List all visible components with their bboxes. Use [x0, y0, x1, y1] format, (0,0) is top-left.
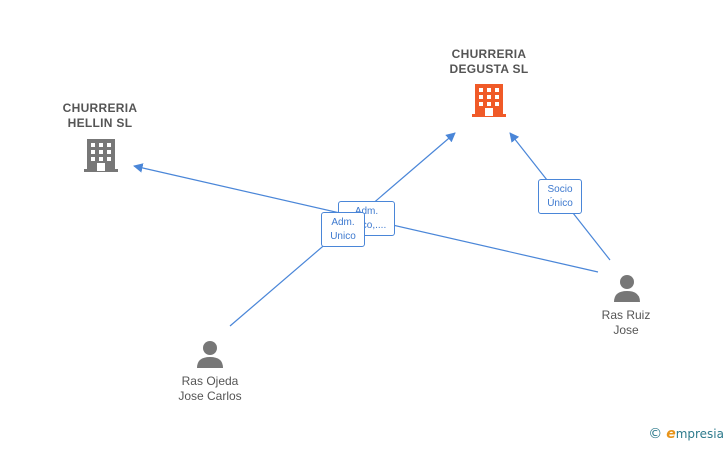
person-label-ras-ruiz[interactable]: Ras Ruiz Jose	[601, 308, 651, 337]
edge-label-adm-unico-front: Adm. Unico	[321, 212, 365, 247]
brand-name: mpresia	[675, 427, 724, 441]
company-label-churreria-degusta[interactable]: CHURRERIA DEGUSTA SL	[449, 47, 529, 76]
building-icon[interactable]	[84, 139, 118, 172]
copyright-symbol: ©	[648, 426, 663, 442]
building-icon[interactable]	[472, 84, 506, 117]
person-icon[interactable]	[614, 275, 640, 302]
person-label-ras-ojeda[interactable]: Ras Ojeda Jose Carlos	[178, 374, 242, 403]
edge-label-socio-unico: Socio Único	[538, 179, 582, 214]
person-icon[interactable]	[197, 341, 223, 368]
brand-initial: e	[666, 426, 676, 442]
company-label-churreria-hellin[interactable]: CHURRERIA HELLIN SL	[62, 101, 138, 130]
brand-logo: ©empresia	[648, 426, 724, 442]
